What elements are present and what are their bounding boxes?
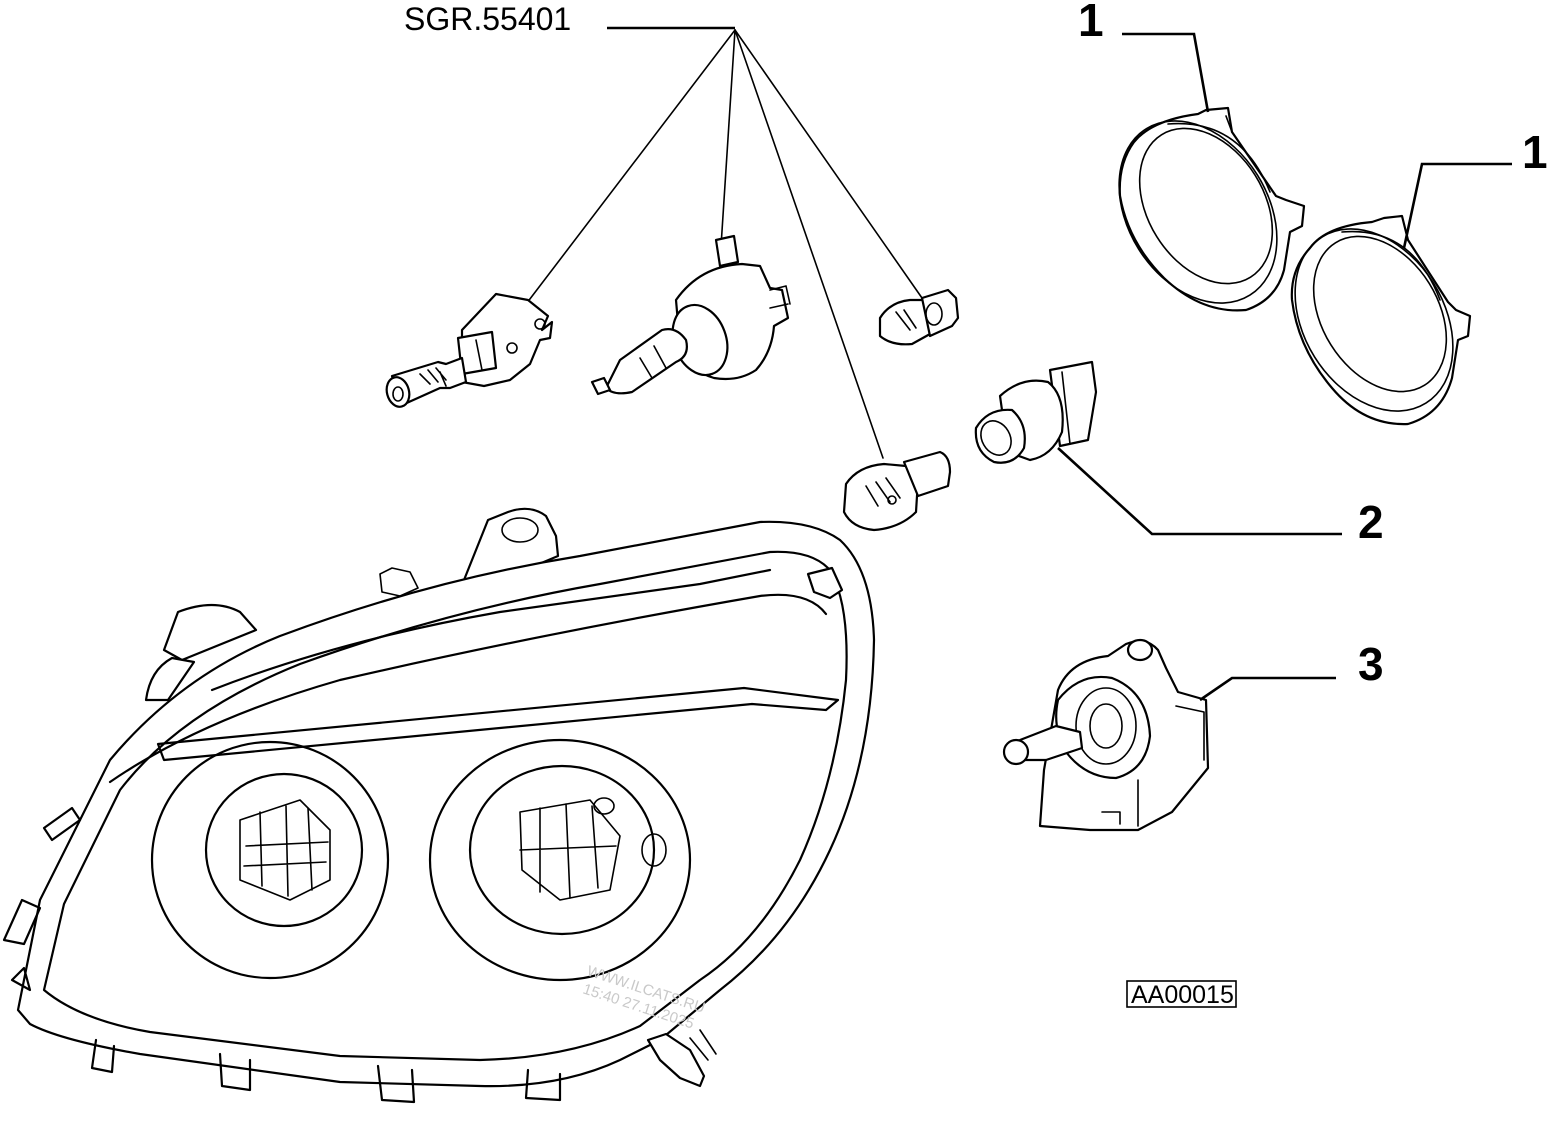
callout-1-right[interactable]: 1 <box>1522 126 1548 178</box>
callout-3[interactable]: 3 <box>1358 638 1384 690</box>
callout-3-leader <box>1199 676 1336 702</box>
headlamp-cover-cap-1b[interactable] <box>1263 200 1486 440</box>
headlamp-cover-cap-1a[interactable] <box>1087 92 1310 332</box>
wedge-bulb-icon[interactable] <box>878 288 960 346</box>
bayonet-bulb-icon[interactable] <box>842 450 952 532</box>
reference-code-box <box>1126 980 1237 1008</box>
callout-1-top[interactable]: 1 <box>1078 0 1104 46</box>
leveling-motor-part-3[interactable] <box>1002 638 1210 832</box>
halogen-bulb-icon[interactable] <box>590 234 791 396</box>
callout-2-leader <box>1057 447 1342 536</box>
headlamp-assembly-icon[interactable] <box>2 507 876 1104</box>
group-code-label[interactable]: SGR.55401 <box>404 1 571 37</box>
h7-bulb-icon[interactable] <box>383 292 554 409</box>
bulb-socket-part-2[interactable] <box>974 360 1098 464</box>
group-code-leaders <box>519 26 923 459</box>
callout-1-right-leader <box>1402 162 1512 249</box>
callout-2[interactable]: 2 <box>1358 496 1384 548</box>
reference-code[interactable]: AA00015 <box>1131 981 1234 1009</box>
callout-1-top-leader <box>1122 32 1210 113</box>
